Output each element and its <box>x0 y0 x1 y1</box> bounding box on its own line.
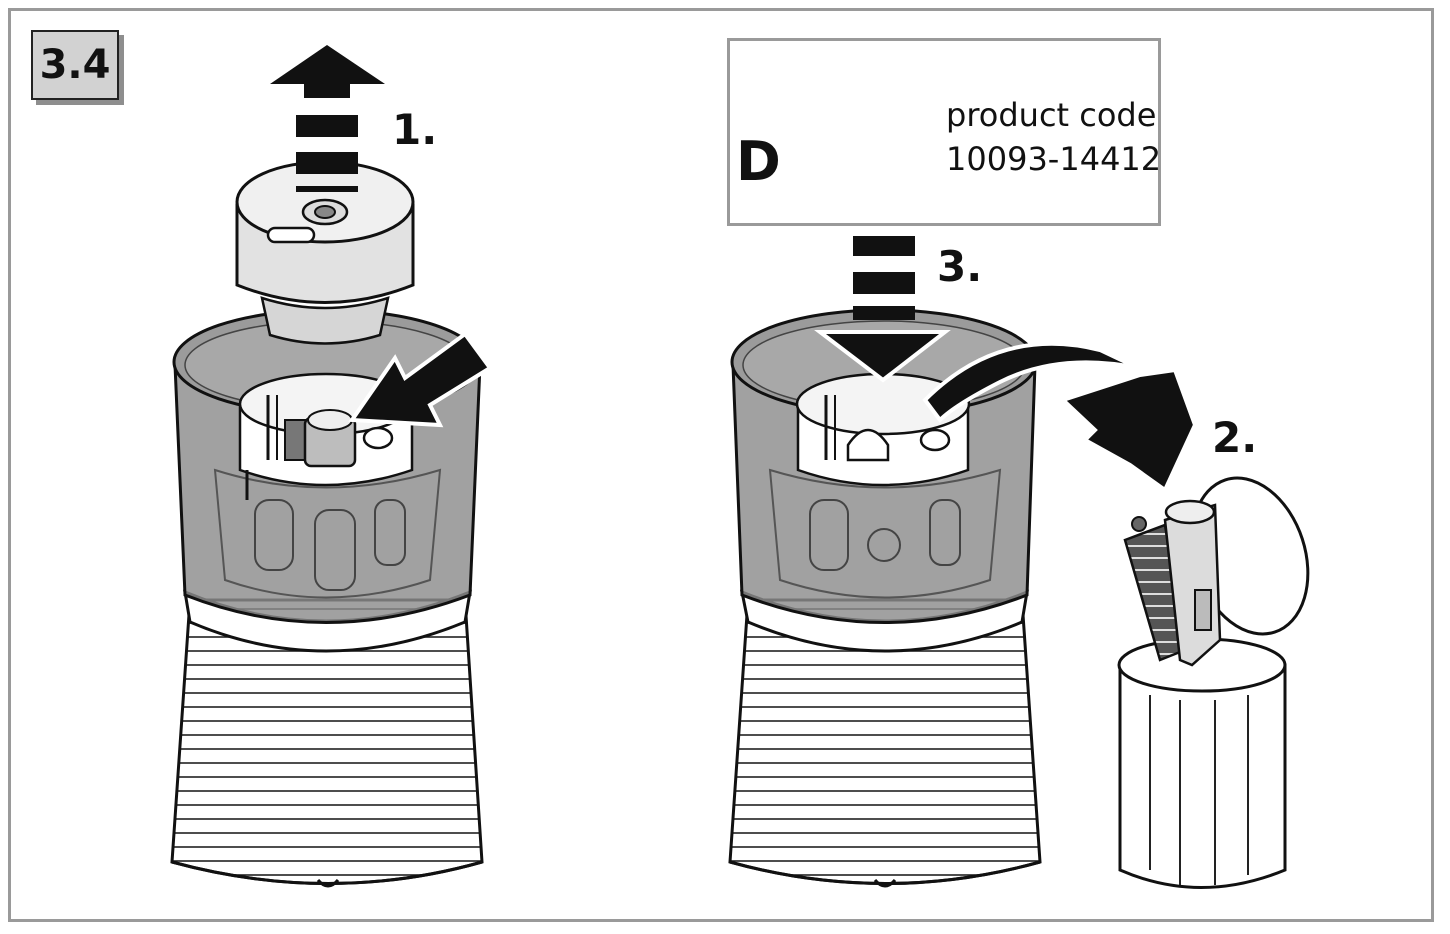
part-letter-label: D <box>736 130 781 193</box>
filter-in-bin <box>1123 499 1222 667</box>
arrow-curved-icon <box>922 341 1198 494</box>
figure-number-badge: 3.4 <box>31 30 119 100</box>
product-code-box <box>727 38 1161 226</box>
disposal-bin <box>1117 476 1310 889</box>
step-1-label: 1. <box>392 105 438 154</box>
arrow-up-icon <box>270 45 385 192</box>
product-code-label: product code <box>946 96 1157 134</box>
step-2-label: 2. <box>1212 413 1258 462</box>
figure-frame <box>8 8 1434 922</box>
arrow-down-icon <box>814 236 951 383</box>
right-device <box>728 236 1198 888</box>
step-3-label: 3. <box>937 242 983 291</box>
product-code-value: 10093-14412 <box>946 140 1162 178</box>
left-device <box>170 45 493 888</box>
arrow-diagonal-icon <box>348 331 493 428</box>
